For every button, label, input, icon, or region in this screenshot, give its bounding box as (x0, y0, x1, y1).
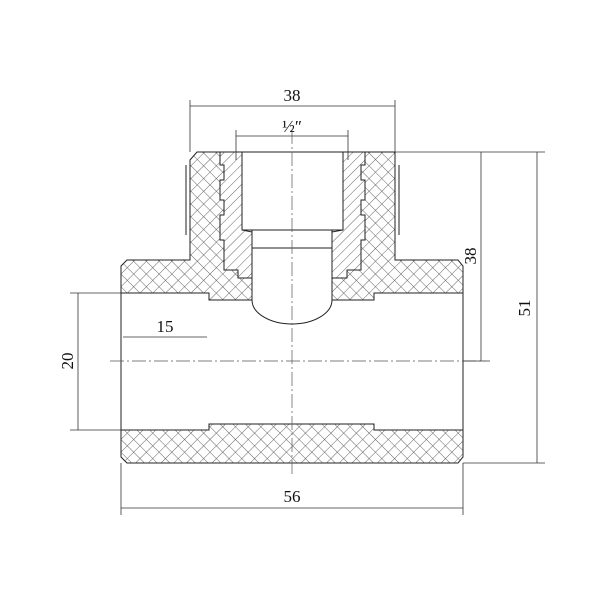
dim-branch-height: 38 (461, 248, 480, 265)
dim-overall-length: 56 (284, 487, 301, 506)
dim-socket-depth: 15 (157, 317, 174, 336)
dim-boss-width: 38 (284, 86, 301, 105)
dim-pipe-diameter: 20 (58, 353, 77, 370)
threaded-insert-left (219, 151, 253, 279)
dim-thread-size: ½″ (282, 117, 302, 136)
threaded-insert-right (331, 151, 366, 279)
dim-overall-height: 51 (515, 300, 534, 317)
